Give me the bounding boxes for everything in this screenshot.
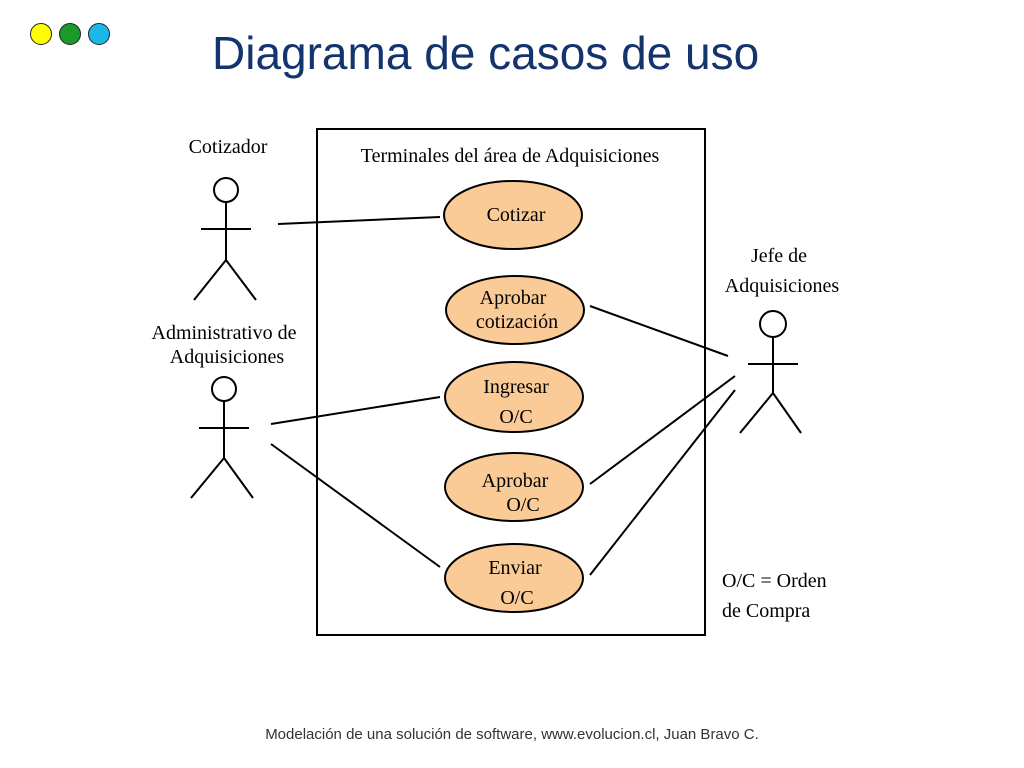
use-case-label-enviar-oc-line1: Enviar [488, 557, 542, 579]
assoc-jefe-aprobar-oc [589, 375, 736, 485]
actor-jefe [739, 310, 802, 434]
actor-label-cotizador: Cotizador [189, 136, 268, 158]
use-case-label-ingresar-oc-line2: O/C [499, 406, 532, 428]
actor-label-jefe-line2: Adquisiciones [725, 275, 840, 297]
use-case-cotizar: Cotizar [443, 180, 583, 250]
use-case-enviar-oc: Enviar O/C [444, 543, 584, 613]
actor-label-administrativo-line2: Adquisiciones [170, 346, 285, 368]
assoc-jefe-aprobar-cotizacion [589, 305, 729, 357]
use-case-label-aprobar-cotizacion-line2: cotización [476, 311, 558, 333]
yellow-dot [30, 23, 52, 45]
assoc-jefe-enviar [589, 389, 736, 576]
assoc-cotizador-cotizar [277, 216, 441, 225]
use-case-label-aprobar-cotizacion-line1: Aprobar [480, 287, 547, 309]
use-case-ingresar-oc: Ingresar O/C [444, 361, 584, 433]
associations [270, 216, 736, 576]
slide-footer: Modelación de una solución de software, … [265, 726, 759, 743]
decorative-dots [30, 23, 110, 45]
use-case-label-enviar-oc-line2: O/C [500, 587, 533, 609]
use-case-label-ingresar-oc-line1: Ingresar [483, 376, 549, 398]
system-label: Terminales del área de Adquisiciones [361, 145, 660, 167]
actor-label-administrativo-line1: Administrativo de [152, 322, 297, 344]
note-line1: O/C = Orden [722, 570, 827, 592]
assoc-admin-enviar [270, 443, 441, 568]
use-case-label-aprobar-oc-line2: O/C [506, 494, 539, 516]
assoc-admin-ingresar [270, 396, 441, 425]
actor-cotizador [193, 177, 257, 301]
use-case-aprobar-oc: Aprobar O/C [444, 452, 584, 522]
use-case-label-aprobar-oc-line1: Aprobar [482, 470, 549, 492]
actor-label-jefe-line1: Jefe de [751, 245, 807, 267]
green-dot [59, 23, 81, 45]
use-case-label-cotizar: Cotizar [487, 204, 546, 226]
actor-administrativo [190, 376, 254, 499]
system-boundary [316, 128, 706, 636]
use-case-aprobar-cotizacion: Aprobar cotización [445, 275, 585, 345]
note-line2: de Compra [722, 600, 810, 622]
slide-title: Diagrama de casos de uso [212, 27, 760, 79]
cyan-dot [88, 23, 110, 45]
